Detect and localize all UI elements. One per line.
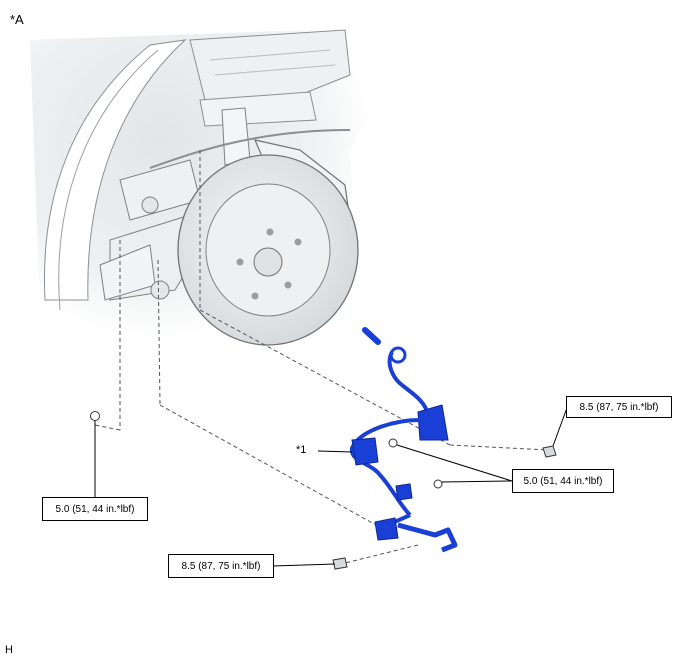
torque-label-clamp-bolts: 5.0 (51, 44 in.*lbf) [512, 469, 614, 493]
part-label-sensor: *1 [296, 444, 307, 456]
torque-label-left-bolt: 5.0 (51, 44 in.*lbf) [42, 497, 148, 521]
torque-label-lower-bolt: 8.5 (87, 75 in.*lbf) [168, 554, 274, 578]
leader-lines [94, 150, 549, 564]
brake-disc [177, 154, 359, 346]
corner-code: H [5, 644, 13, 656]
bolt-lower [332, 557, 348, 570]
bolt-clamp-lower [433, 479, 443, 489]
torque-label-upper-right-bolt: 8.5 (87, 75 in.*lbf) [566, 396, 672, 418]
speed-sensor-harness [349, 327, 458, 553]
bolt-clamp-upper [388, 438, 398, 448]
callout-lines [94, 404, 569, 567]
bolt-left [90, 411, 100, 421]
view-label: *A [10, 12, 24, 27]
bolt-upper-right [542, 445, 557, 458]
